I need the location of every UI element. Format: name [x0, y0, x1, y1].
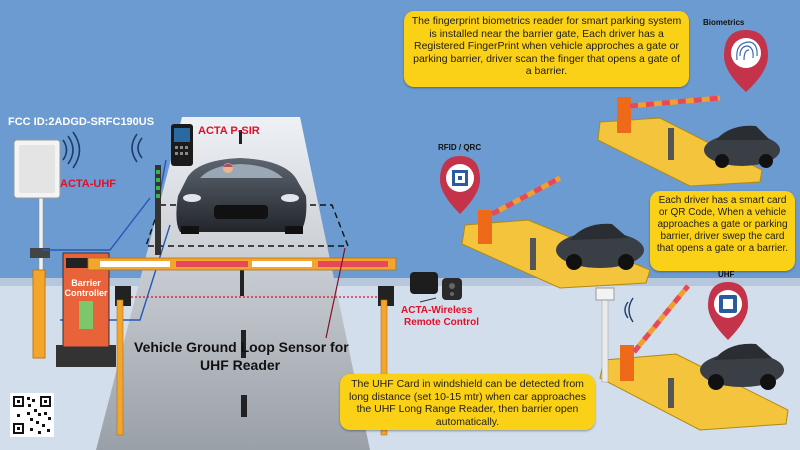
remote-key-icon: [410, 272, 462, 300]
psir-reader: [155, 124, 193, 255]
qr-code-icon: [10, 393, 54, 437]
rfid-callout: Each driver has a smart card or QR Code,…: [650, 191, 795, 271]
road-dashes: [239, 130, 247, 417]
barrier-controller-label: Barrier Controller: [64, 278, 108, 298]
uhf-callout: The UHF Card in windshield can be detect…: [340, 374, 595, 430]
main-barrier-arm: [87, 257, 397, 271]
ground-loop-label-line2: UHF Reader: [200, 357, 281, 373]
biometrics-label: Biometrics: [703, 18, 745, 27]
wifi-signal-icon: [624, 297, 634, 323]
biometrics-callout: The fingerprint biometrics reader for sm…: [404, 11, 689, 87]
fingerprint-icon: [736, 41, 758, 61]
fcc-id-label: FCC ID:2ADGD-SRFC190US: [8, 116, 155, 128]
car-illustration: [176, 158, 307, 234]
biometrics-gate: [597, 95, 780, 187]
map-pin-icon: [724, 30, 768, 92]
wireless-remote-label-line2: Remote Control: [404, 317, 479, 328]
uhf-gate: [595, 284, 789, 431]
uhf-card-icon: [719, 295, 737, 313]
ground-loop-label-line1: Vehicle Ground Loop Sensor for: [134, 339, 349, 355]
acta-uhf-label: ACTA-UHF: [60, 178, 117, 190]
barrier-posts: [115, 286, 394, 436]
qr-code-icon: [452, 170, 468, 186]
rfid-qrc-label: RFID / QRC: [438, 143, 482, 152]
wireless-remote-label-line1: ACTA-Wireless: [401, 305, 473, 316]
rfid-gate: [461, 175, 651, 289]
acta-psir-label: ACTA P-SIR: [198, 125, 260, 137]
wifi-signal-icon: [62, 131, 143, 169]
uhf-label: UHF: [718, 270, 735, 279]
